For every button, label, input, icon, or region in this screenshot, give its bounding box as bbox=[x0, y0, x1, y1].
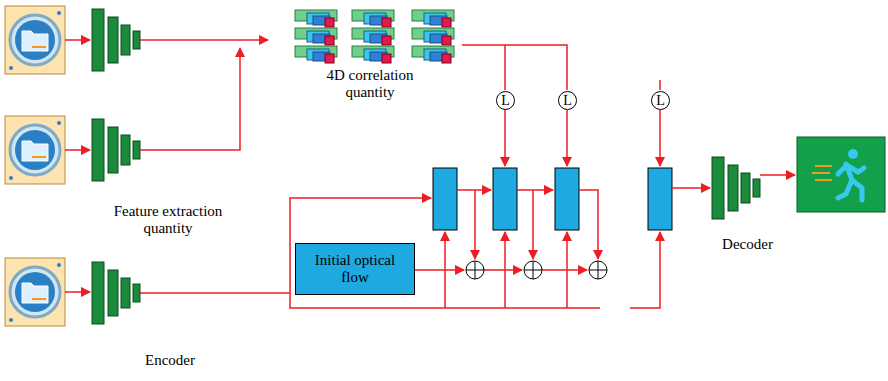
flow-arrow bbox=[457, 189, 491, 191]
lookup-arrow bbox=[566, 110, 568, 166]
process-box: Initial optical flow bbox=[295, 243, 415, 295]
lookup-symbol: L bbox=[563, 93, 572, 109]
flow-arrow bbox=[140, 39, 268, 41]
sum-symbol bbox=[466, 261, 484, 279]
networks bbox=[92, 9, 760, 324]
network-label: Feature extraction quantity bbox=[93, 203, 243, 237]
lookup-arrow bbox=[659, 110, 661, 166]
lookup-symbol: L bbox=[501, 93, 510, 109]
flow-arrow bbox=[415, 269, 464, 271]
flow-arrow bbox=[579, 190, 598, 259]
feature-network bbox=[92, 9, 140, 71]
correlation-volume bbox=[295, 10, 454, 63]
feature-network bbox=[92, 119, 140, 181]
flow-arrow bbox=[65, 39, 90, 41]
input-image bbox=[5, 258, 65, 326]
correlation-cell bbox=[412, 28, 454, 45]
correlation-cell bbox=[412, 10, 454, 27]
lookup-line bbox=[462, 45, 567, 90]
lookup-line bbox=[659, 80, 661, 90]
correlation-cell bbox=[295, 28, 337, 45]
input-image bbox=[5, 116, 65, 184]
lookup-arrow bbox=[504, 110, 506, 166]
sum-symbols bbox=[466, 261, 607, 279]
lookup-symbol: L bbox=[656, 93, 665, 109]
flow-arrow bbox=[484, 269, 522, 271]
correlation-cell bbox=[295, 46, 337, 63]
running-figure bbox=[838, 164, 864, 200]
sum-symbol bbox=[524, 261, 542, 279]
update-blocks bbox=[433, 168, 672, 230]
correlation-cell bbox=[295, 10, 337, 27]
update-block bbox=[648, 168, 672, 230]
flow-arrow bbox=[542, 269, 587, 271]
flow-lines bbox=[65, 40, 795, 308]
correlation-cell bbox=[352, 46, 394, 63]
correlation-cell bbox=[352, 10, 394, 27]
volume-label: 4D correlation quantity bbox=[305, 67, 435, 101]
correlation-cell bbox=[412, 46, 454, 63]
flow-arrow bbox=[474, 190, 476, 259]
decoder-network bbox=[712, 157, 760, 219]
input-image bbox=[5, 6, 65, 74]
output-image bbox=[797, 137, 885, 212]
flow-arrow bbox=[532, 190, 534, 259]
box-text: Initial optical flow bbox=[302, 252, 408, 286]
network-label: Decoder bbox=[700, 236, 795, 253]
flow-arrow bbox=[65, 149, 90, 151]
flow-arrow bbox=[140, 48, 240, 150]
update-block bbox=[493, 168, 517, 230]
lookup-circle: L bbox=[651, 91, 670, 110]
flow-arrow bbox=[672, 187, 710, 189]
network-label: Encoder bbox=[120, 352, 220, 369]
flow-arrow bbox=[760, 174, 795, 176]
correlation-cell bbox=[352, 28, 394, 45]
context-arrow bbox=[630, 232, 660, 308]
speed-lines bbox=[812, 166, 832, 180]
flow-arrow bbox=[517, 189, 553, 191]
update-block bbox=[555, 168, 579, 230]
encoder-network bbox=[92, 262, 140, 324]
running-figure-head bbox=[848, 149, 858, 159]
lookup-circle: L bbox=[558, 91, 577, 110]
update-block bbox=[433, 168, 457, 230]
input-images bbox=[5, 6, 65, 326]
sum-symbol bbox=[589, 261, 607, 279]
output-frame bbox=[797, 137, 885, 212]
lookup-circle: L bbox=[496, 91, 515, 110]
lookup-line bbox=[504, 45, 506, 90]
flow-arrow bbox=[65, 291, 90, 293]
